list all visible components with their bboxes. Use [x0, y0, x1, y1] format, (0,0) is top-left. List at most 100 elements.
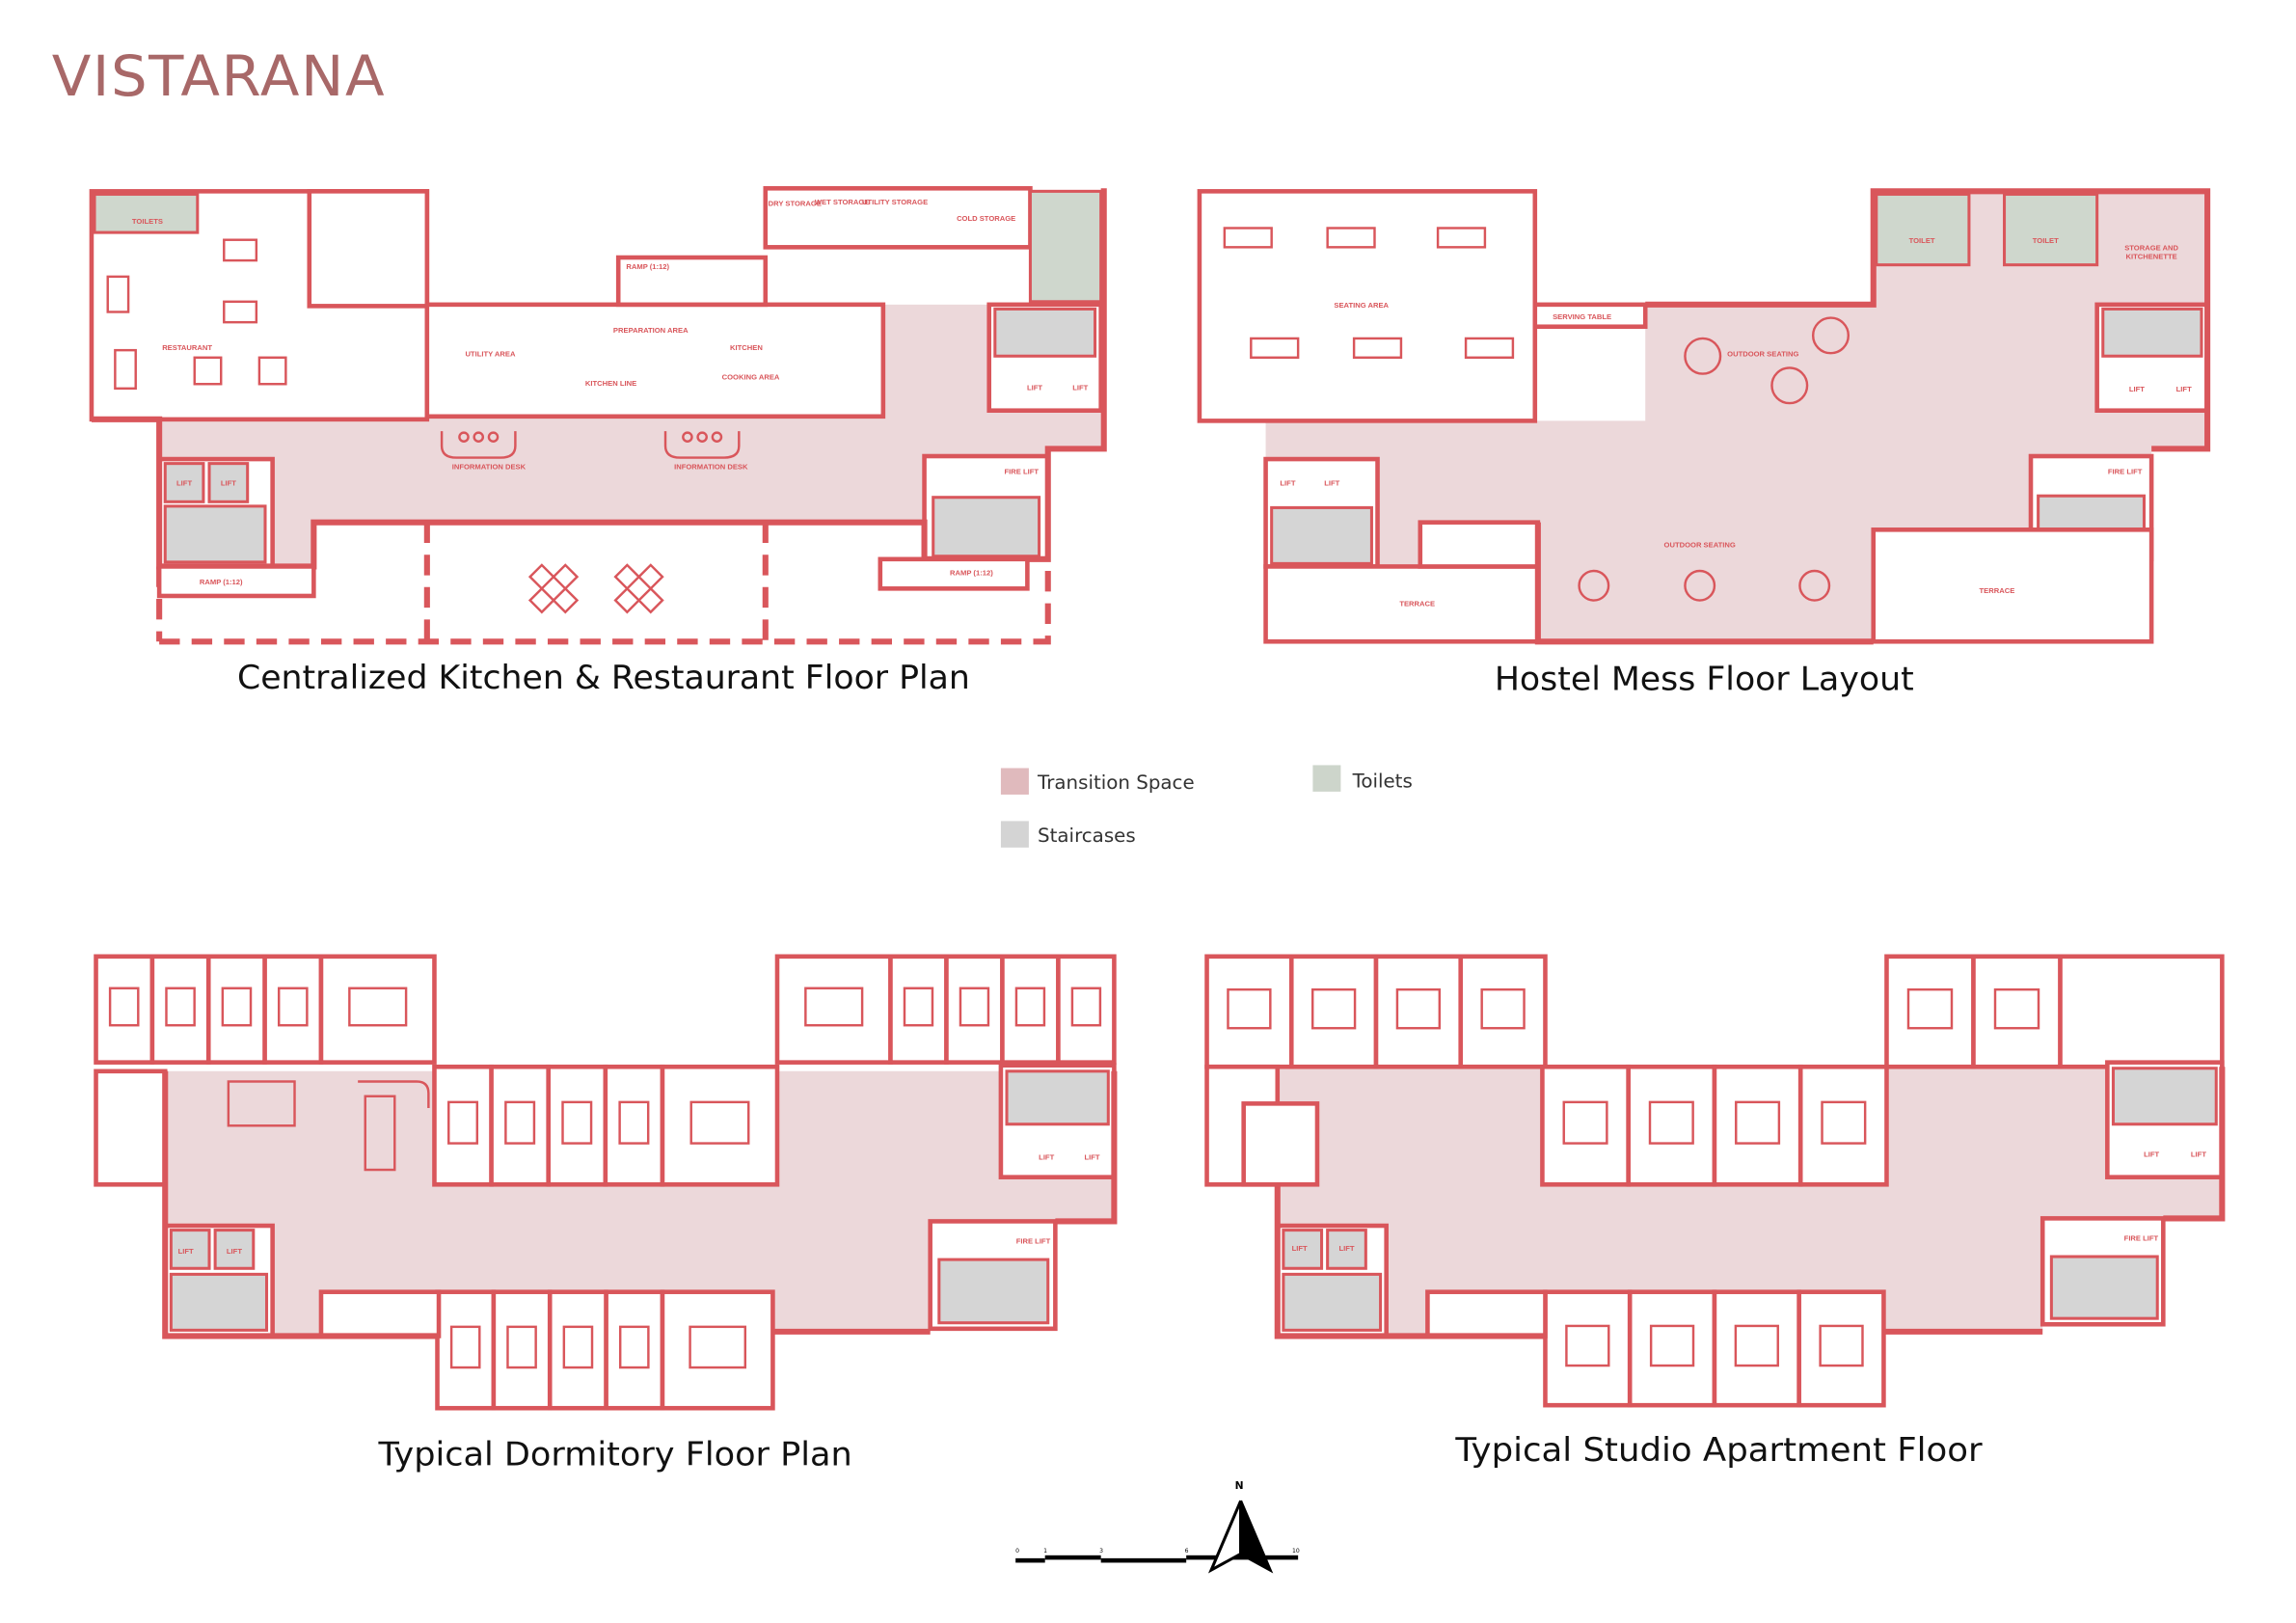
label-lift: LIFT	[1280, 479, 1295, 488]
room-unit	[1884, 954, 1976, 1069]
toilet-area	[1028, 189, 1103, 304]
toilet-area	[93, 192, 200, 234]
label-cold-storage: COLD STORAGE	[957, 214, 1015, 223]
bed-furniture	[1565, 1324, 1610, 1367]
label-utility-area: UTILITY AREA	[465, 349, 516, 358]
label-ramp: RAMP (1:12)	[626, 262, 669, 271]
kitchen-restaurant-plan: RESTAURANT TOILETS KITCHEN PREPARATION A…	[89, 186, 1107, 696]
bed-furniture	[561, 1100, 593, 1145]
bed-furniture	[1649, 1324, 1695, 1367]
label-fire-lift: FIRE LIFT	[1016, 1236, 1051, 1245]
label-lift: LIFT	[1324, 479, 1339, 488]
room-unit	[1626, 1064, 1717, 1187]
room-unit	[1712, 1064, 1803, 1187]
scale-bar: 0 1 3 6 10	[1015, 1548, 1300, 1563]
bed-furniture	[1227, 987, 1272, 1030]
label-kitchen-line: KITCHEN LINE	[585, 379, 636, 388]
room-unit	[432, 1064, 494, 1187]
room-unit	[1204, 954, 1294, 1069]
toilet-area	[1875, 192, 1971, 267]
label-wet-storage: WET STORAGE	[815, 198, 870, 206]
room-unit	[1540, 1064, 1631, 1187]
label-lift: LIFT	[2176, 385, 2192, 393]
legend-label: Toilets	[1352, 770, 1413, 792]
lift	[1326, 1229, 1367, 1270]
plan-caption: Hostel Mess Floor Layout	[1495, 661, 1914, 698]
north-arrow-icon: N	[1207, 1479, 1274, 1574]
room-unit	[660, 1289, 775, 1411]
serving-table	[1532, 302, 1648, 330]
lift	[1282, 1229, 1324, 1270]
bed-furniture	[1906, 987, 1954, 1030]
room	[318, 1289, 442, 1339]
bed-furniture	[1395, 987, 1442, 1030]
staircase	[2049, 1255, 2159, 1320]
transition-space	[1277, 1067, 2223, 1337]
plan-caption: Centralized Kitchen & Restaurant Floor P…	[237, 659, 970, 696]
bed-furniture	[277, 987, 309, 1027]
information-desks	[440, 431, 741, 459]
staircase	[1270, 505, 1373, 565]
label-outdoor-seating: OUTDOOR SEATING	[1664, 541, 1736, 550]
label-kitchenette: KITCHENETTE	[2125, 253, 2176, 261]
label-toilet: TOILET	[2033, 236, 2059, 245]
terrace	[1418, 520, 1541, 569]
legend-label: Staircases	[1038, 825, 1136, 847]
legend-label: Transition Space	[1037, 771, 1195, 794]
room-unit	[604, 1289, 665, 1411]
ramp	[878, 556, 1030, 591]
seating-hall	[1197, 189, 1538, 423]
label-storage: STORAGE AND	[2124, 243, 2178, 252]
scale-segment	[1100, 1557, 1187, 1563]
staircase	[2101, 307, 2203, 358]
label-terrace: TERRACE	[1980, 586, 2015, 595]
label-kitchen: KITCHEN	[730, 343, 763, 352]
label-lift: LIFT	[2191, 1150, 2206, 1158]
label-lift: LIFT	[227, 1247, 242, 1256]
label-terrace: TERRACE	[1399, 600, 1435, 609]
scale-segment	[1044, 1555, 1101, 1560]
room	[1425, 1289, 1548, 1339]
outer-wall	[1274, 1067, 2226, 1339]
north-label: N	[1235, 1479, 1244, 1492]
room-unit	[435, 1289, 497, 1411]
label-serving-table: SERVING TABLE	[1553, 312, 1611, 321]
label-lift: LIFT	[1072, 383, 1088, 392]
bed-furniture	[1480, 987, 1526, 1030]
scale-segment	[1015, 1557, 1045, 1563]
lift	[169, 1229, 211, 1270]
label-restaurant: RESTAURANT	[162, 343, 212, 352]
label-lift: LIFT	[1027, 383, 1042, 392]
bed-furniture	[165, 987, 196, 1027]
room-unit	[1797, 1064, 1889, 1187]
plan-caption: Typical Studio Apartment Floor	[1454, 1431, 1983, 1469]
bed-furniture	[221, 987, 253, 1027]
label-outdoor-seating: OUTDOOR SEATING	[1727, 349, 1798, 358]
dining-tables	[1223, 227, 1850, 602]
room-unit	[546, 1064, 608, 1187]
scale-tick: 1	[1043, 1548, 1047, 1555]
room-unit	[1458, 954, 1548, 1069]
bed-furniture	[689, 1100, 750, 1145]
room-unit	[944, 954, 1005, 1065]
room-unit	[94, 954, 155, 1065]
toilet-area	[2003, 192, 2099, 267]
label-lift: LIFT	[1039, 1152, 1054, 1161]
room-unit	[888, 954, 949, 1065]
bed-furniture	[348, 987, 408, 1027]
room-unit	[774, 954, 893, 1065]
bed-furniture	[903, 987, 934, 1027]
scale-segment	[1186, 1555, 1299, 1560]
room-unit	[205, 954, 267, 1065]
ramp	[156, 564, 316, 599]
bed-furniture	[1735, 1100, 1781, 1145]
lounge-furniture	[227, 1080, 430, 1172]
label-seating-area: SEATING AREA	[1334, 301, 1389, 310]
staircase	[163, 504, 267, 564]
bed-furniture	[1648, 1100, 1694, 1145]
label-cooking-area: COOKING AREA	[722, 373, 780, 382]
plan-caption: Typical Dormitory Floor Plan	[377, 1436, 851, 1474]
room-unit	[603, 1064, 665, 1187]
room-unit	[1627, 1289, 1717, 1408]
